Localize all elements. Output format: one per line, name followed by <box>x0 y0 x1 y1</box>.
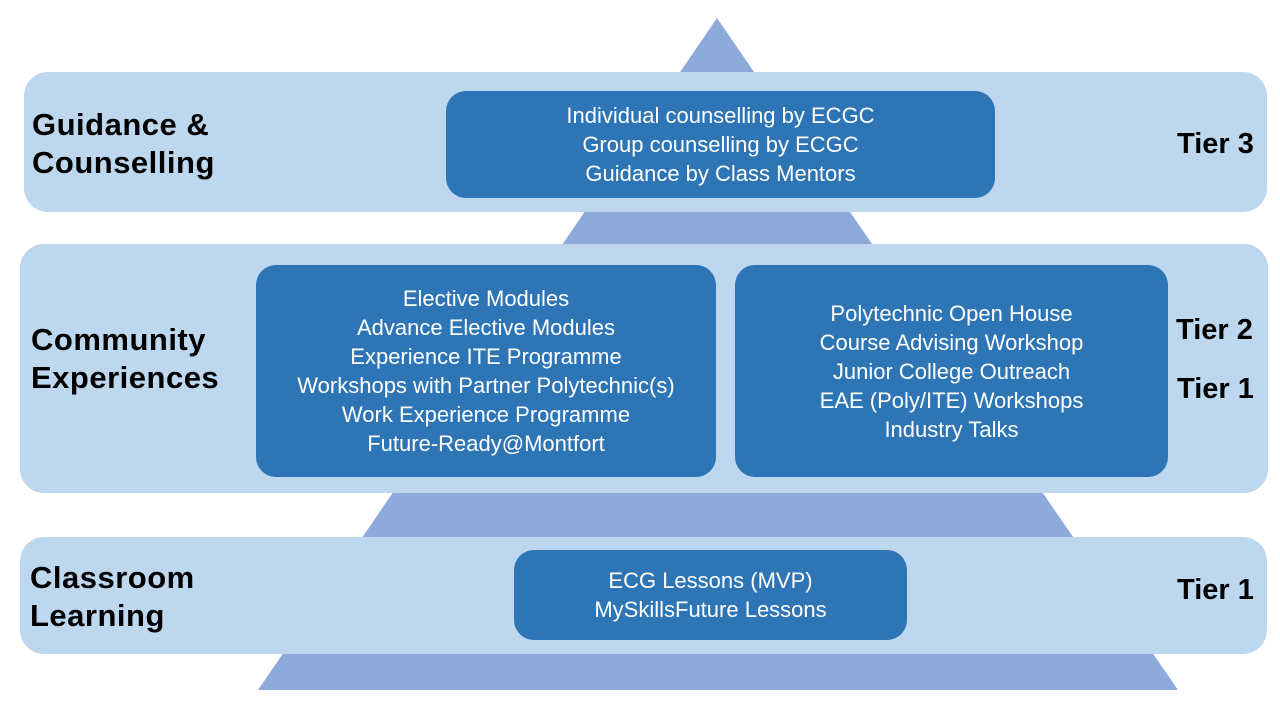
community-label-line1: Community <box>31 322 206 357</box>
guidance-label-line2: Counselling <box>32 145 215 180</box>
guidance-box: Individual counselling by ECGC Group cou… <box>446 91 995 198</box>
community-right-item: EAE (Poly/ITE) Workshops <box>819 387 1084 413</box>
guidance-label-line1: Guidance & <box>32 107 210 142</box>
community-left-item: Workshops with Partner Polytechnic(s) <box>297 373 675 398</box>
classroom-label: Classroom Learning <box>30 559 195 635</box>
community-right-box: Polytechnic Open House Course Advising W… <box>735 265 1168 477</box>
classroom-label-line2: Learning <box>30 598 165 633</box>
community-left-item: Advance Elective Modules <box>356 315 616 340</box>
guidance-item: Individual counselling by ECGC <box>566 103 875 128</box>
community-tier-1-label: Tier 1 <box>1177 373 1254 405</box>
guidance-tier-label: Tier 3 <box>1177 128 1254 160</box>
community-left-item: Future-Ready@Montfort <box>367 431 605 456</box>
community-left-item: Experience ITE Programme <box>350 344 622 369</box>
community-label-line2: Experiences <box>31 360 220 395</box>
community-right-item: Junior College Outreach <box>832 358 1071 384</box>
classroom-tier-label: Tier 1 <box>1177 574 1254 606</box>
guidance-item: Group counselling by ECGC <box>582 132 859 157</box>
classroom-label-line1: Classroom <box>30 560 195 595</box>
community-right-item: Polytechnic Open House <box>830 300 1073 326</box>
community-tier-2-label: Tier 2 <box>1176 314 1253 346</box>
community-right-item: Industry Talks <box>884 416 1019 442</box>
community-left-item: Elective Modules <box>402 286 570 311</box>
community-right-item: Course Advising Workshop <box>819 329 1084 355</box>
classroom-box: ECG Lessons (MVP) MySkillsFuture Lessons <box>514 550 907 640</box>
classroom-item: ECG Lessons (MVP) <box>608 568 813 593</box>
community-left-item: Work Experience Programme <box>341 402 631 427</box>
guidance-label: Guidance & Counselling <box>32 106 215 182</box>
guidance-item: Guidance by Class Mentors <box>585 161 856 186</box>
community-label: Community Experiences <box>31 321 219 397</box>
classroom-item: MySkillsFuture Lessons <box>594 597 827 622</box>
community-left-box: Elective Modules Advance Elective Module… <box>256 265 716 477</box>
